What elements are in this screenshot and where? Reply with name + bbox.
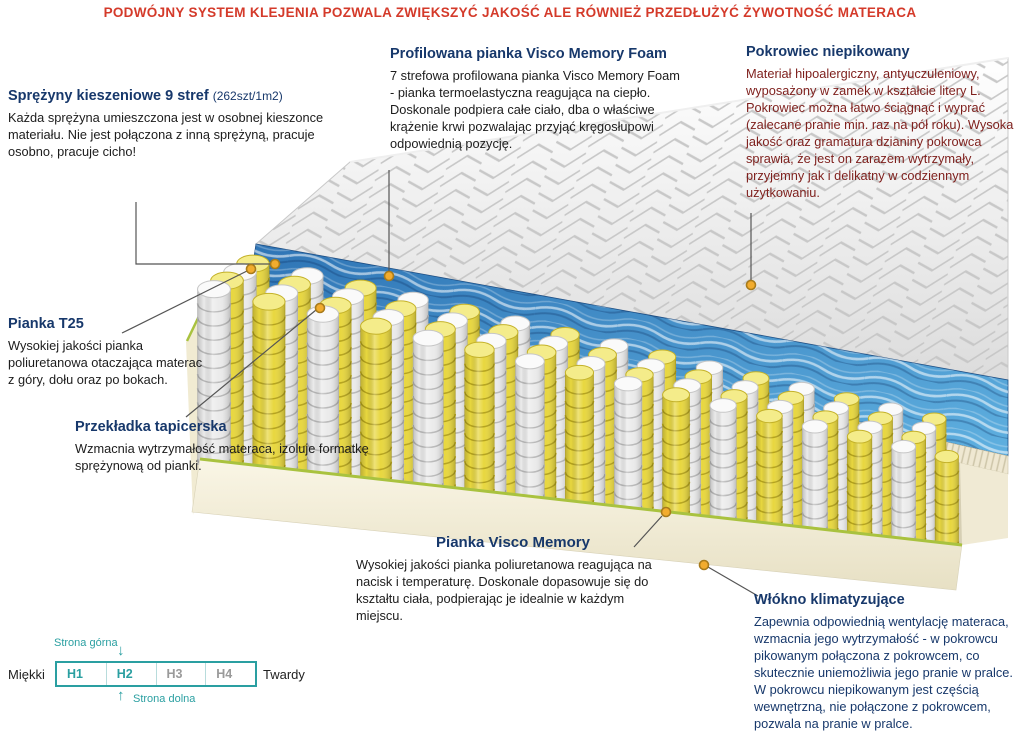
callout-springs-subtitle: (262szt/1m2) [212, 89, 283, 103]
callout-cover-title: Pokrowiec niepikowany [746, 44, 910, 60]
callout-profiled-visco-title: Profilowana pianka Visco Memory Foam [390, 46, 667, 62]
base-foam-layer [191, 457, 963, 591]
callout-dot-fiber [698, 559, 710, 571]
arrow-down-icon: ↓ [117, 642, 125, 659]
softness-label: Miękki [8, 667, 45, 682]
hardness-scale: H1 H2 H3 H4 [55, 661, 257, 687]
hardness-cell-h3: H3 [157, 663, 207, 685]
callout-profiled-visco-body: 7 strefowa profilowana pianka Visco Memo… [390, 68, 680, 151]
arrow-up-icon: ↑ [117, 687, 125, 704]
side-label-bottom: Strona dolna [133, 693, 196, 705]
callout-springs: Sprężyny kieszeniowe 9 stref (262szt/1m2… [8, 88, 326, 161]
callout-visco-memory-title: Pianka Visco Memory [436, 534, 590, 551]
callout-t25: Pianka T25 Wysokiej jakości pianka poliu… [8, 316, 208, 389]
callout-line-fiber [707, 566, 759, 597]
header-banner: PODWÓJNY SYSTEM KLEJENIA POZWALA ZWIĘKSZ… [103, 5, 917, 20]
callout-dot-cover [745, 279, 757, 291]
hardness-cell-h2: H2 [107, 663, 157, 685]
right-end-face [960, 463, 1008, 545]
callout-dot-t25 [245, 263, 257, 275]
callout-dot-profiled [383, 270, 395, 282]
side-label-top: Strona górna [54, 637, 118, 649]
callout-profiled-visco: Profilowana pianka Visco Memory Foam 7 s… [390, 46, 682, 153]
hardness-cell-h4: H4 [216, 667, 233, 681]
callout-interlayer-title: Przekładka tapicerska [75, 419, 227, 435]
callout-dot-interlayer [314, 302, 326, 314]
callout-t25-title: Pianka T25 [8, 316, 84, 332]
callout-cover-body: Materiał hipoalergiczny, antyuczuleniowy… [746, 66, 1014, 200]
callout-line-visco [633, 515, 663, 548]
callout-t25-body: Wysokiej jakości pianka poliuretanowa ot… [8, 338, 203, 388]
callout-interlayer-body: Wzmacnia wytrzymałość materaca, izoluje … [75, 441, 369, 474]
callout-climate-fiber-title: Włókno klimatyzujące [754, 592, 905, 608]
hardness-cell-h1: H1 [57, 663, 107, 685]
callout-climate-fiber-body: Zapewnia odpowiednią wentylację materaca… [754, 614, 1013, 731]
callout-visco-memory: Pianka Visco Memory Wysokiej jakości pia… [356, 534, 670, 625]
callout-lines [121, 170, 759, 597]
callout-springs-title: Sprężyny kieszeniowe 9 stref (262szt/1m2… [8, 88, 283, 104]
callout-cover: Pokrowiec niepikowany Materiał hipoalerg… [746, 44, 1014, 202]
springs-field [196, 254, 960, 549]
callout-line-t25 [121, 270, 248, 334]
callout-line-springs [135, 202, 271, 265]
hardness-label: Twardy [263, 667, 305, 682]
callout-visco-memory-body: Wysokiej jakości pianka poliuretanowa re… [356, 557, 652, 623]
callout-dot-springs [269, 258, 281, 270]
callout-springs-body: Każda sprężyna umieszczona jest w osobne… [8, 110, 324, 160]
callout-dot-visco [660, 506, 672, 518]
callout-dots [245, 258, 757, 571]
callout-climate-fiber: Włókno klimatyzujące Zapewnia odpowiedni… [754, 592, 1018, 733]
callout-interlayer: Przekładka tapicerska Wzmacnia wytrzymał… [75, 419, 370, 475]
callout-line-interlayer [185, 309, 317, 418]
